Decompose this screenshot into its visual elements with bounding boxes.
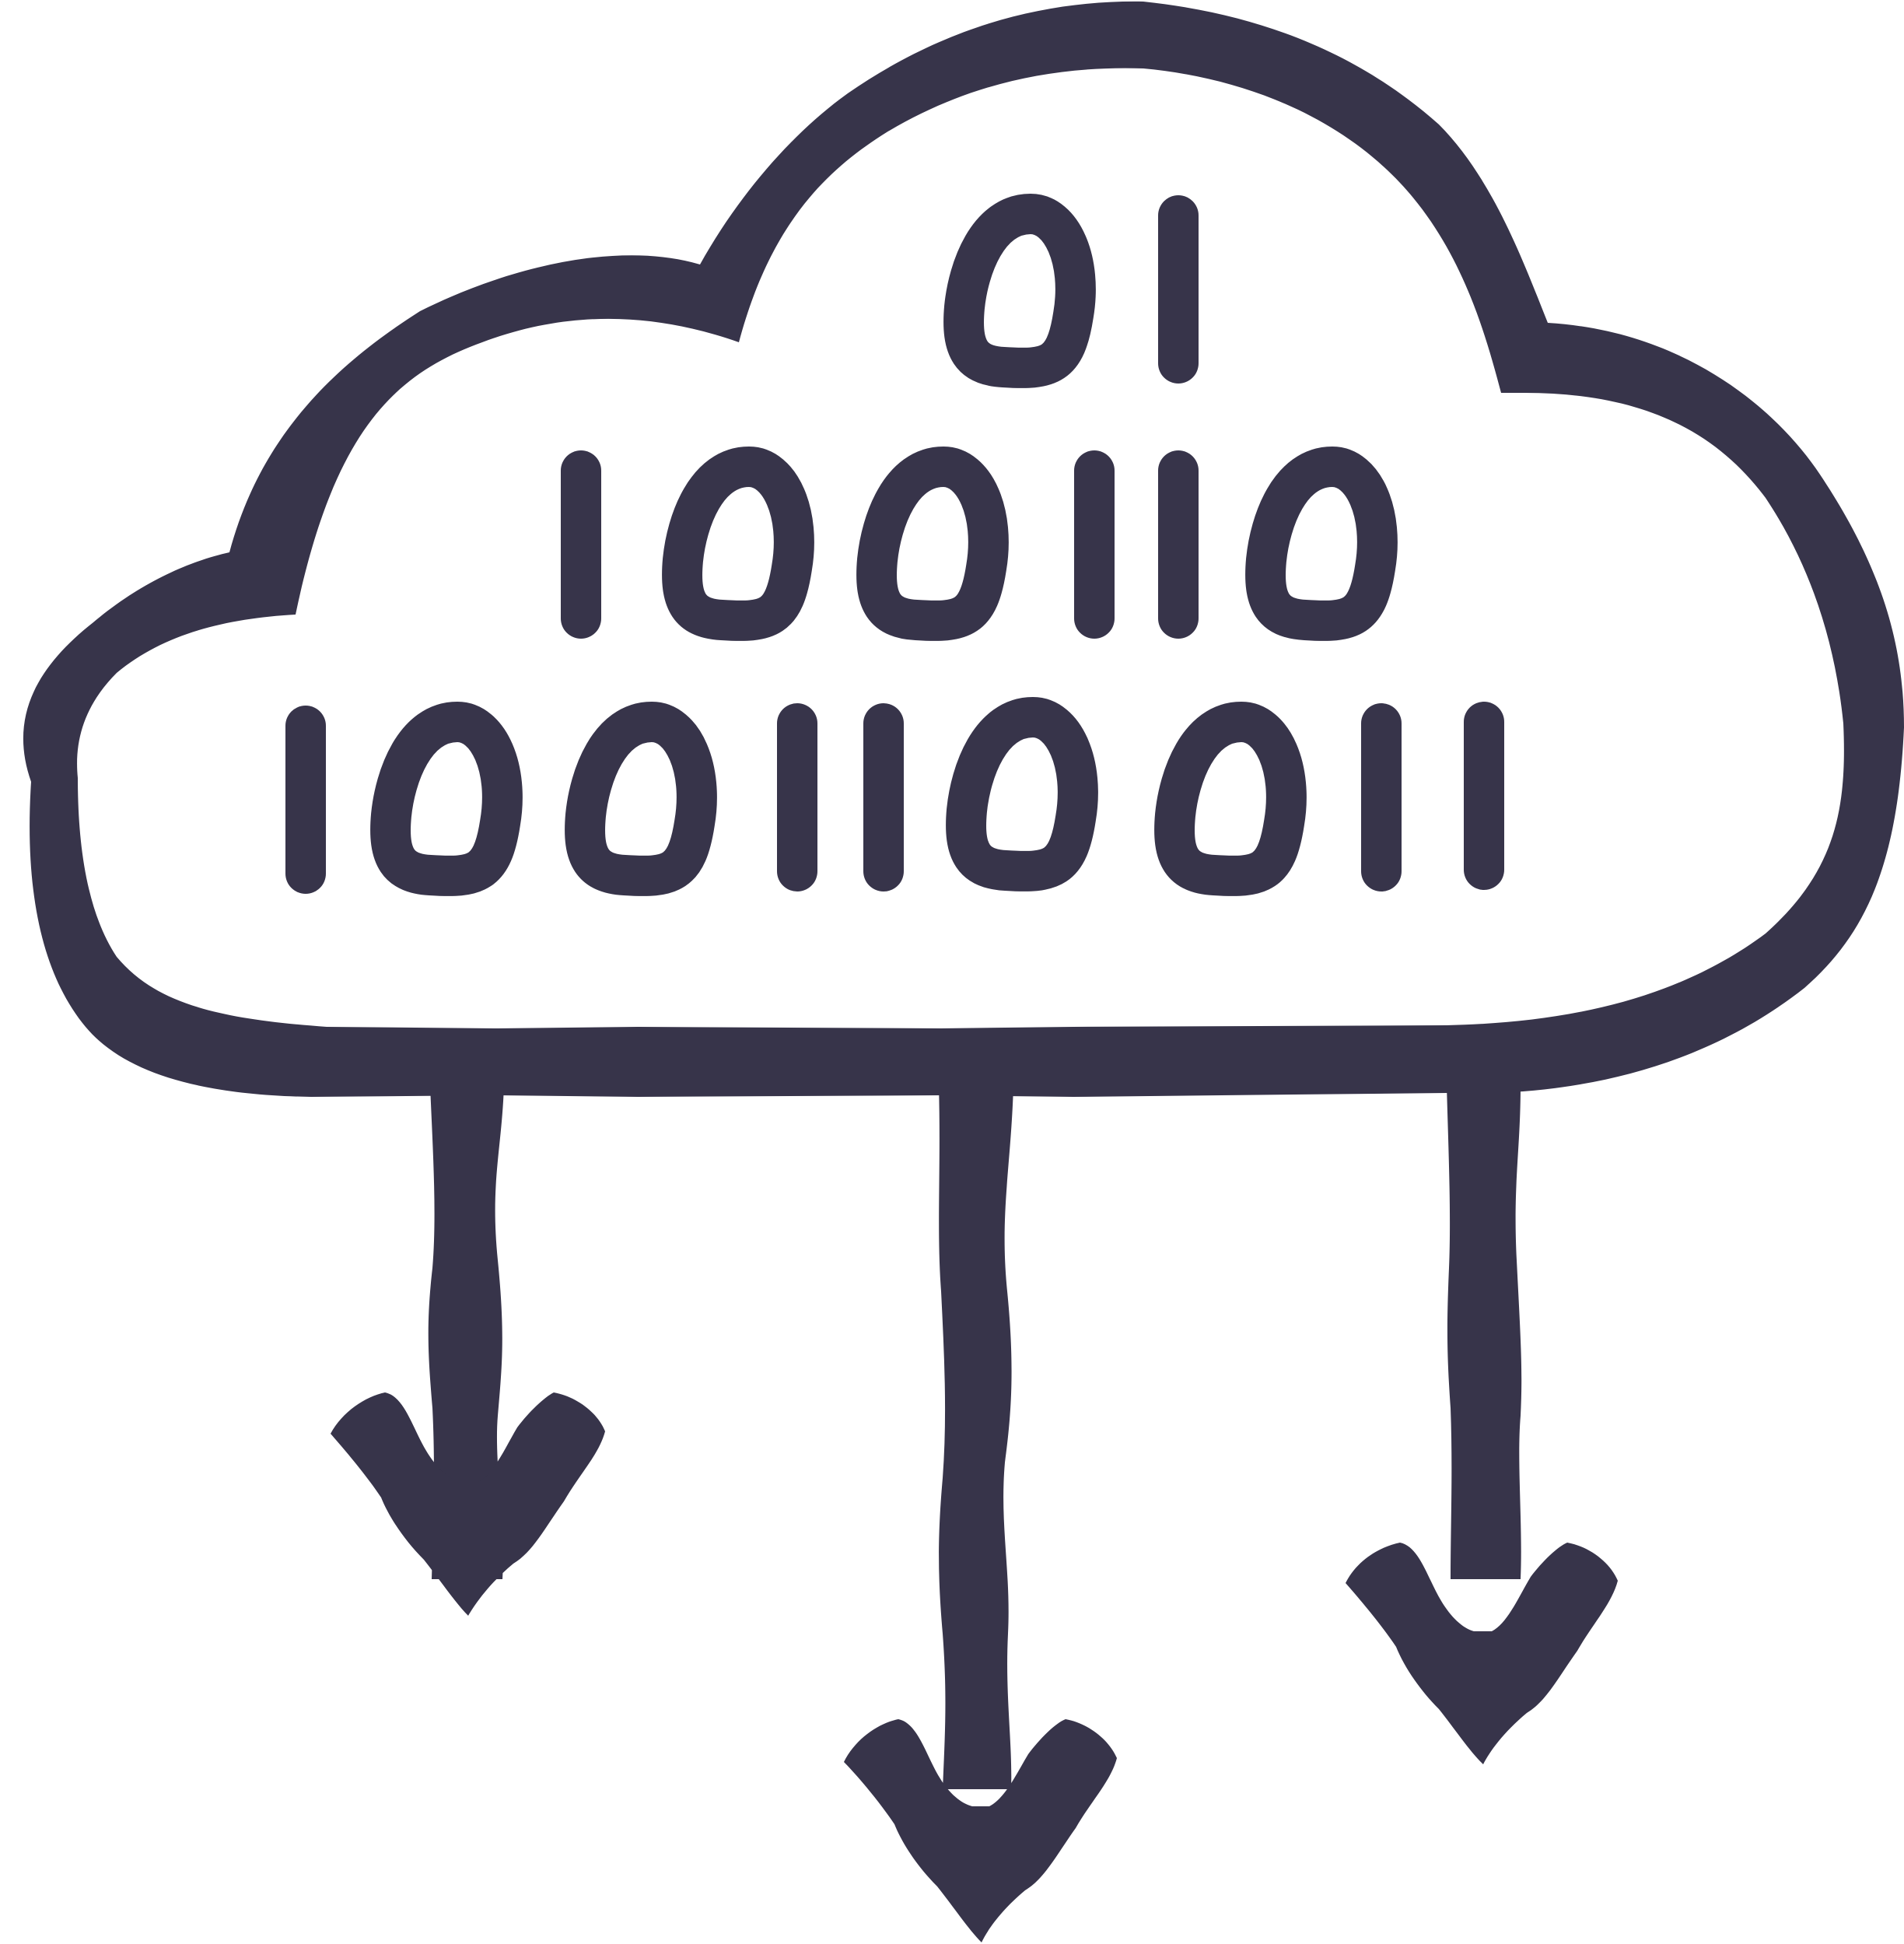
digit-zero [370,702,523,896]
download-arrow-center [844,1085,1117,1942]
download-arrow-right [1346,1085,1618,1764]
arrow-shaft [939,1085,1013,1789]
binary-row-2 [561,447,1398,641]
digit-zero [1154,702,1307,896]
digit-zero [946,697,1098,891]
binary-row-1 [943,194,1199,388]
digit-zero [565,702,717,896]
download-arrow-left [331,1085,605,1616]
digit-zero [662,447,814,641]
arrow-shaft [1447,1085,1522,1579]
digit-zero [943,194,1096,388]
digit-zero [856,447,1009,641]
digit-zero [1245,447,1398,641]
arrow-shaft [428,1085,504,1579]
binary-row-3 [285,697,1504,896]
arrow-head [331,1392,605,1616]
arrow-head [1346,1543,1618,1764]
cloud-icon [23,1,1904,1097]
arrow-head [844,1719,1117,1942]
